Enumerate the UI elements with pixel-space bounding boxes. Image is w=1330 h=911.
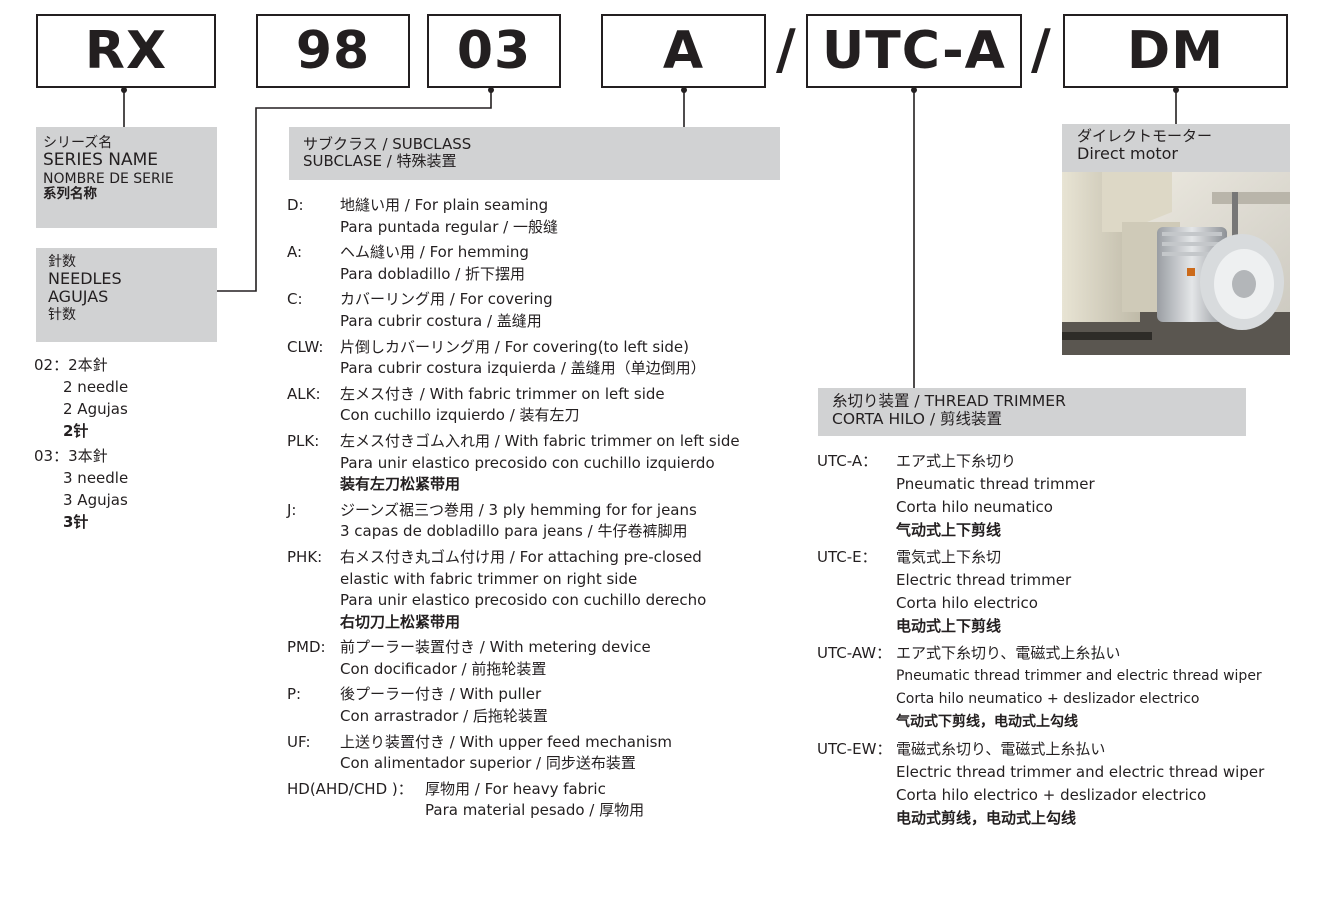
needles-list: 02： 2本針 2 needle 2 Agujas 2针 03： 3本針 3 n… bbox=[34, 354, 234, 533]
direct-motor-label: ダイレクトモーター Direct motor bbox=[1062, 124, 1290, 172]
code-box-motor: DM bbox=[1063, 14, 1288, 88]
series-name-label: シリーズ名 SERIES NAME NOMBRE DE SERIE 系列名称 bbox=[36, 127, 217, 228]
list-item: PLK:左メス付きゴム入れ用 / With fabric trimmer on … bbox=[287, 431, 740, 494]
code-box-subclass: 03 bbox=[427, 14, 561, 88]
subclass-label: サブクラス / SUBCLASS SUBCLASE / 特殊装置 bbox=[289, 127, 780, 180]
list-item: J:ジーンズ裾三つ巻用 / 3 ply hemming for for jean… bbox=[287, 500, 697, 541]
code-box-thread-trimmer: UTC-A bbox=[806, 14, 1022, 88]
connector-dot bbox=[1173, 87, 1179, 93]
list-item: 03： 3本針 bbox=[34, 447, 108, 465]
motor-photo-drawing bbox=[1062, 172, 1290, 355]
connector-dot bbox=[121, 87, 127, 93]
separator-slash: / bbox=[1031, 18, 1051, 81]
code-box-needles: 98 bbox=[256, 14, 410, 88]
list-item: CLW:片倒しカバーリング用 / For covering(to left si… bbox=[287, 337, 706, 378]
connector-dot bbox=[681, 87, 687, 93]
sewing-machine-motor-photo bbox=[1062, 172, 1290, 355]
code-box-variant: A bbox=[601, 14, 766, 88]
needles-label: 針数 NEEDLES AGUJAS 针数 bbox=[36, 248, 217, 342]
separator-slash: / bbox=[776, 18, 796, 81]
connector-needles bbox=[217, 88, 492, 292]
list-item: ALK:左メス付き / With fabric trimmer on left … bbox=[287, 384, 665, 425]
connector-dot bbox=[488, 87, 494, 93]
list-item: PHK:右メス付き丸ゴム付け用 / For attaching pre-clos… bbox=[287, 547, 707, 631]
list-item: 02： 2本針 bbox=[34, 356, 108, 374]
thread-trimmer-label: 糸切り装置 / THREAD TRIMMER CORTA HILO / 剪线装置 bbox=[818, 388, 1246, 436]
connector-dot bbox=[911, 87, 917, 93]
code-box-series: RX bbox=[36, 14, 216, 88]
